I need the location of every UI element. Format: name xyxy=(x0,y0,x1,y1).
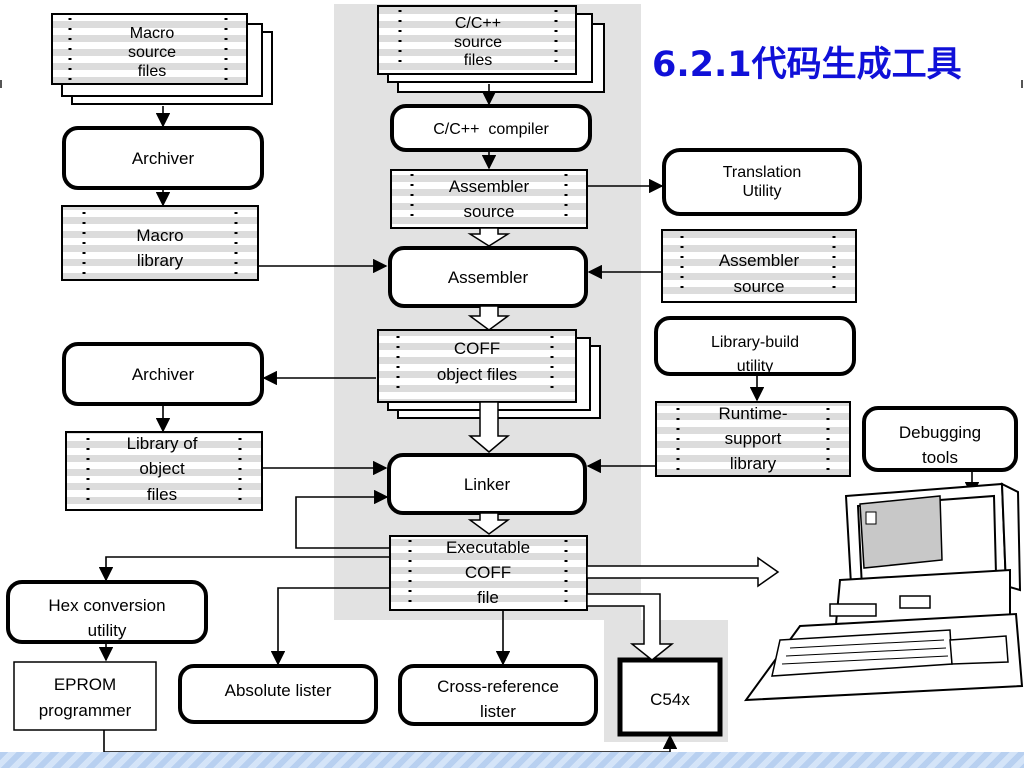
translation-utility: Translation Utility xyxy=(662,148,862,216)
executable-coff-file: Executable COFF file xyxy=(389,535,588,611)
library-build-utility: Library-build utility xyxy=(654,316,856,376)
coff-object-line1: COFF xyxy=(454,339,500,358)
assembler-source-center-line2: source xyxy=(463,202,514,221)
macro-source-line3: files xyxy=(138,63,166,80)
cpp-source-line3: files xyxy=(464,52,492,69)
cross-ref-line2: lister xyxy=(480,702,516,721)
cpp-compiler: C/C++ compiler xyxy=(390,104,592,152)
cpp-compiler-label: C/C++ compiler xyxy=(433,121,549,138)
macro-library: Macro library xyxy=(61,205,259,281)
translation-line1: Translation xyxy=(723,164,802,181)
debugging-line2: tools xyxy=(922,448,958,467)
library-object-line2: object xyxy=(139,459,185,478)
library-build-line1: Library-build xyxy=(711,334,799,351)
library-of-object-files: Library of object files xyxy=(65,431,263,511)
cpp-source-files: C/C++ source files xyxy=(377,5,605,93)
debugging-tools: Debugging tools xyxy=(862,406,1018,472)
hex-conversion-utility: Hex conversion utility xyxy=(6,580,208,644)
library-object-line1: Library of xyxy=(127,434,198,453)
executable-line3: file xyxy=(477,588,499,607)
page-title: 6.2.1代码生成工具 xyxy=(652,45,962,85)
macro-source-files: Macro source files xyxy=(51,13,273,105)
assembler-label: Assembler xyxy=(448,268,529,287)
macro-source-line2: source xyxy=(128,44,176,61)
computer-icon xyxy=(743,482,1024,702)
c54x-label: C54x xyxy=(650,690,690,709)
connectors xyxy=(98,84,980,753)
assembler-source-right: Assembler source xyxy=(661,229,857,303)
assembler-source-center: Assembler source xyxy=(390,169,588,229)
macro-library-line1: Macro xyxy=(136,226,183,245)
bottom-decorative-band xyxy=(0,752,1024,768)
library-object-line3: files xyxy=(147,485,177,504)
hex-line2: utility xyxy=(88,621,127,640)
linker: Linker xyxy=(387,453,587,515)
cpp-source-line1: C/C++ xyxy=(455,15,501,32)
assembler-source-right-line1: Assembler xyxy=(719,251,800,270)
executable-line1: Executable xyxy=(446,538,530,557)
archiver-bottom: Archiver xyxy=(62,342,264,406)
debugging-line1: Debugging xyxy=(899,423,981,442)
eprom-programmer: EPROM programmer xyxy=(13,661,157,731)
eprom-line2: programmer xyxy=(39,701,132,720)
right-edge-tick xyxy=(1021,80,1023,88)
c54x-target: C54x xyxy=(617,657,723,737)
translation-line2: Utility xyxy=(742,183,781,200)
macro-source-line1: Macro xyxy=(130,25,175,42)
executable-line2: COFF xyxy=(465,563,511,582)
archiver-top-label: Archiver xyxy=(132,149,195,168)
hex-line1: Hex conversion xyxy=(48,596,165,615)
runtime-line3: library xyxy=(730,454,777,473)
coff-object-line2: object files xyxy=(437,365,517,384)
left-edge-tick xyxy=(0,80,2,88)
assembler: Assembler xyxy=(388,246,588,308)
archiver-top: Archiver xyxy=(62,126,264,190)
eprom-line1: EPROM xyxy=(54,675,116,694)
cross-ref-line1: Cross-reference xyxy=(437,677,559,696)
macro-library-line2: library xyxy=(137,251,184,270)
absolute-lister: Absolute lister xyxy=(178,664,378,724)
archiver-bottom-label: Archiver xyxy=(132,365,195,384)
assembler-source-center-line1: Assembler xyxy=(449,177,530,196)
assembler-source-right-line2: source xyxy=(733,277,784,296)
cross-reference-lister: Cross-reference lister xyxy=(398,664,598,726)
linker-label: Linker xyxy=(464,475,511,494)
runtime-support-library: Runtime- support library xyxy=(655,401,851,477)
coff-object-files: COFF object files xyxy=(377,329,601,419)
hollow-arrows xyxy=(467,227,780,661)
library-build-line2: utility xyxy=(737,358,773,375)
cpp-source-line2: source xyxy=(454,34,502,51)
runtime-line1: Runtime- xyxy=(719,404,788,423)
runtime-line2: support xyxy=(725,429,782,448)
absolute-lister-label: Absolute lister xyxy=(225,681,332,700)
